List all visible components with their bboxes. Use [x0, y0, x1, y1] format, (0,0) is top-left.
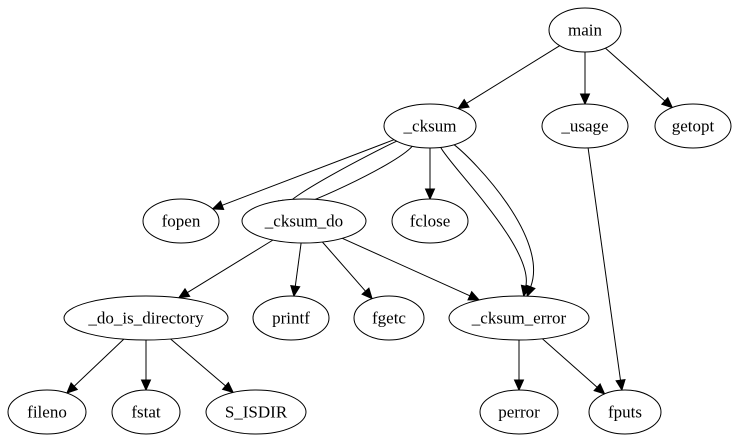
edge-line — [170, 338, 226, 387]
edge-main-to-cksum — [457, 45, 560, 110]
edge-doisdirectory-to-fstat — [140, 340, 152, 392]
arrowhead — [467, 290, 481, 301]
node-ellipse — [548, 7, 622, 53]
node-label: perror — [498, 403, 540, 422]
node-label: _cksum_error — [471, 309, 567, 328]
node-fclose: fclose — [391, 198, 469, 244]
node-fgetc: fgetc — [353, 295, 425, 341]
node-cksum-error: _cksum_error — [448, 295, 590, 341]
edge-main-to-getopt — [605, 47, 674, 109]
arrowhead — [660, 96, 674, 109]
edge-line — [587, 147, 621, 381]
node-ellipse — [252, 295, 330, 341]
node-label: fileno — [27, 403, 67, 422]
arrowhead — [140, 379, 152, 392]
node-ellipse — [588, 389, 662, 435]
node-fputs: fputs — [588, 389, 662, 435]
node-label: fopen — [162, 212, 201, 231]
edge-line — [466, 45, 560, 104]
edge-cksumerror-to-fputs — [542, 338, 606, 395]
node-usage: _usage — [541, 103, 629, 149]
edge-doisdirectory-to-SISDIR — [170, 338, 235, 394]
edge-line — [187, 239, 274, 294]
node-label: fgetc — [372, 309, 406, 328]
arrowhead — [593, 382, 606, 395]
node-label: _usage — [560, 117, 608, 136]
arrowhead — [211, 200, 225, 211]
arrowhead — [177, 287, 191, 299]
node-label: S_ISDIR — [225, 403, 288, 422]
node-do-is-directory: _do_is_directory — [63, 295, 229, 341]
node-ellipse — [654, 103, 732, 149]
node-ellipse — [479, 389, 559, 435]
edge-line — [322, 241, 366, 292]
arrowhead — [361, 287, 373, 300]
edge-line — [453, 144, 534, 287]
node-label: main — [568, 21, 602, 40]
node-label: printf — [272, 309, 310, 328]
edge-cksumdo-to-printf — [290, 242, 302, 298]
arrowhead — [221, 381, 235, 394]
node-ellipse — [241, 198, 367, 244]
node-fopen: fopen — [142, 198, 220, 244]
node-label: _do_is_directory — [87, 309, 204, 328]
arrowhead — [424, 188, 436, 201]
node-label: fputs — [608, 403, 642, 422]
nodes-layer: main _cksum _usage getopt fopen _cksum_do fclo… — [7, 7, 732, 435]
arrowhead — [615, 379, 626, 392]
node-cksum: _cksum — [383, 103, 477, 149]
node-s-isdir: S_ISDIR — [205, 389, 307, 435]
edge-doisdirectory-to-fileno — [66, 338, 125, 394]
edge-cksumdo-to-fgetc — [322, 241, 373, 300]
edge-cksumdo-to-doisdirectory — [177, 239, 274, 299]
node-label: _cksum_do — [264, 212, 343, 231]
edge-line — [440, 147, 527, 287]
edge-cksum-to-cksumerror — [453, 144, 536, 298]
node-ellipse — [63, 295, 229, 341]
node-ellipse — [541, 103, 629, 149]
node-printf: printf — [252, 295, 330, 341]
node-ellipse — [383, 103, 477, 149]
edge-cksumdo-to-cksumerror — [342, 237, 481, 301]
node-fileno: fileno — [7, 389, 87, 435]
node-ellipse — [391, 198, 469, 244]
node-fstat: fstat — [111, 389, 181, 435]
node-label: getopt — [672, 117, 715, 136]
edge-line — [73, 338, 125, 387]
node-label: _cksum — [403, 117, 457, 136]
node-ellipse — [353, 295, 425, 341]
node-label: fclose — [410, 212, 451, 231]
edge-line — [294, 242, 302, 287]
node-ellipse — [7, 389, 87, 435]
edge-line — [542, 338, 598, 388]
node-perror: perror — [479, 389, 559, 435]
node-ellipse — [111, 389, 181, 435]
node-label: fstat — [131, 403, 161, 422]
edge-usage-to-fputs — [587, 147, 626, 392]
edge-main-to-usage — [579, 52, 591, 106]
edge-cksumerror-to-perror — [513, 340, 525, 392]
edge-cksum-to-fopen — [211, 139, 395, 211]
edge-line — [221, 139, 395, 206]
arrowhead — [579, 93, 591, 106]
node-cksum-do: _cksum_do — [241, 198, 367, 244]
node-ellipse — [142, 198, 220, 244]
arrowhead — [513, 379, 525, 392]
arrowhead — [457, 98, 470, 110]
edge-cksum-to-fclose — [424, 148, 436, 201]
arrowhead — [290, 285, 301, 298]
node-ellipse — [448, 295, 590, 341]
edge-line — [342, 237, 471, 297]
arrowhead — [525, 284, 536, 298]
node-main: main — [548, 7, 622, 53]
node-ellipse — [205, 389, 307, 435]
edge-line — [605, 47, 666, 102]
node-getopt: getopt — [654, 103, 732, 149]
arrowhead — [66, 381, 79, 394]
